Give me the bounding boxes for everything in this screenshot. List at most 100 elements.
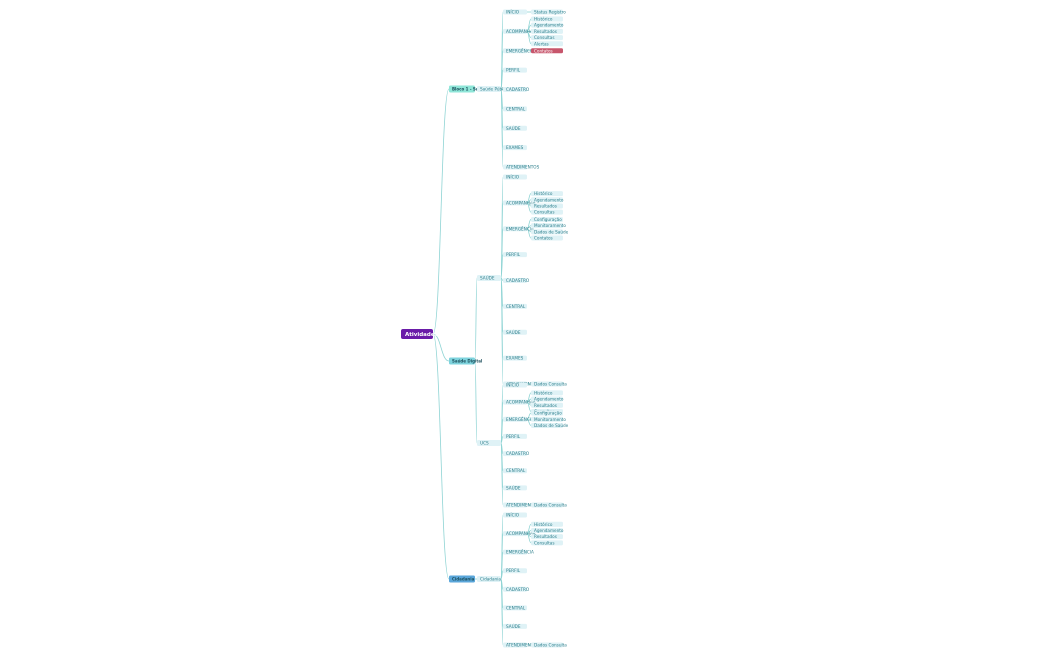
node-box	[531, 527, 563, 533]
node-label: CENTRAL	[506, 304, 526, 309]
level3-node[interactable]: INÍCIO	[503, 382, 527, 388]
level4-node[interactable]: Configuração	[531, 410, 563, 416]
level3-node[interactable]: CENTRAL	[503, 303, 527, 309]
level3-node[interactable]: CENTRAL	[503, 605, 527, 610]
level4-node[interactable]: Dados Consulta	[531, 642, 567, 648]
level3-node[interactable]: ATENDIMENTOS	[503, 502, 540, 508]
level4-node[interactable]: Alertas	[531, 41, 563, 46]
level3-node[interactable]: SAÚDE	[503, 485, 527, 490]
node-label: CADASTRO	[506, 451, 530, 456]
level3-node[interactable]: EMERGÊNCIA	[503, 549, 534, 555]
level4-node[interactable]: Histórico	[531, 16, 563, 21]
level3-node[interactable]: PERFIL	[503, 568, 527, 573]
level3-node[interactable]: EMERGÊNCIA	[503, 416, 534, 422]
level3-node[interactable]: PERFIL	[503, 67, 527, 73]
level4-node[interactable]: Resultados	[531, 402, 563, 408]
level4-node[interactable]: Configuração	[531, 216, 563, 222]
node-label: Agendamento	[534, 197, 564, 202]
node-box	[531, 521, 563, 527]
level1-node-a[interactable]: Bloco 1 - Saúde	[449, 85, 487, 93]
level4-node[interactable]: Dados Consulta	[531, 381, 567, 387]
level4-node[interactable]: Monitoramento	[531, 223, 566, 228]
node-label: ATENDIMENTOS	[506, 165, 540, 170]
node-box	[503, 416, 527, 422]
level3-node[interactable]: INÍCIO	[503, 174, 527, 180]
level3-node[interactable]: ACOMPANHAR	[503, 28, 536, 34]
level4-node[interactable]: Status Registro	[531, 9, 566, 15]
level4-node-highlight[interactable]: Contatos	[531, 48, 563, 53]
root-node[interactable]: Atividades	[401, 329, 439, 339]
level4-node[interactable]: Dados Consulta	[531, 502, 567, 508]
node-box	[503, 586, 527, 592]
level3-node[interactable]: EMERGÊNCIA	[503, 48, 534, 53]
level3-node[interactable]: ACOMPANHAR	[503, 399, 536, 405]
level3-node[interactable]: PERFIL	[503, 433, 527, 439]
level3-node[interactable]: INÍCIO	[503, 9, 527, 15]
level1-node-b[interactable]: Saúde Digital	[449, 357, 483, 365]
level2-node-b1[interactable]: SAÚDE	[477, 275, 501, 281]
level4-node[interactable]: Dados de Saúde	[531, 422, 569, 428]
level3-node[interactable]: ACOMPANHAR	[503, 531, 536, 536]
node-label: Configuração	[534, 411, 562, 416]
node-box	[503, 200, 527, 206]
node-box	[503, 67, 527, 73]
node-box	[503, 382, 527, 388]
level4-node[interactable]: Dados de Saúde	[531, 229, 569, 234]
level4-node[interactable]: Histórico	[531, 521, 563, 527]
node-box	[503, 226, 527, 232]
level4-node[interactable]: Consultas	[531, 540, 563, 545]
level3-node[interactable]: CENTRAL	[503, 106, 527, 111]
level4-node[interactable]: Resultados	[531, 534, 563, 539]
connector-line	[526, 418, 532, 426]
level4-node[interactable]: Agendamento	[531, 396, 564, 402]
node-box	[503, 549, 527, 555]
level4-node[interactable]: Resultados	[531, 203, 563, 208]
level3-node[interactable]: CADASTRO	[503, 451, 530, 456]
level3-node[interactable]: SAÚDE	[503, 623, 527, 629]
level2-node-c1[interactable]: Cidadania	[477, 576, 501, 582]
node-label: Dados Consulta	[534, 503, 567, 508]
connector-line	[500, 254, 504, 279]
level3-node[interactable]: EXAMES	[503, 145, 527, 150]
node-label: EXAMES	[506, 145, 524, 150]
level3-node[interactable]: SAÚDE	[503, 125, 527, 131]
node-box	[531, 534, 563, 540]
level4-node[interactable]: Histórico	[531, 390, 563, 395]
level3-node[interactable]: CADASTRO	[503, 87, 530, 92]
level3-node[interactable]: CADASTRO	[503, 278, 530, 283]
node-label: ACOMPANHAR	[506, 29, 536, 34]
node-box	[503, 252, 527, 258]
level3-node[interactable]: SAÚDE	[503, 329, 527, 335]
level4-node[interactable]: Contatos	[531, 235, 563, 241]
level4-node[interactable]: Histórico	[531, 191, 563, 196]
node-box	[449, 357, 475, 365]
level3-node[interactable]: ACOMPANHAR	[503, 200, 536, 205]
level4-node[interactable]: Monitoramento	[531, 416, 566, 422]
node-box	[531, 416, 563, 422]
node-box	[503, 355, 527, 361]
level3-node[interactable]: CADASTRO	[503, 586, 530, 592]
level3-node[interactable]: EXAMES	[503, 355, 527, 361]
level4-node[interactable]: Agendamento	[531, 527, 564, 533]
level3-node[interactable]: PERFIL	[503, 252, 527, 257]
node-label: EXAMES	[506, 356, 524, 361]
level3-node[interactable]: INÍCIO	[503, 512, 527, 518]
level3-node[interactable]: ATENDIMENTOS	[503, 642, 540, 648]
level4-node[interactable]: Resultados	[531, 28, 563, 34]
level4-node[interactable]: Agendamento	[531, 197, 564, 202]
level2-node-a1[interactable]: Saúde Pública	[477, 86, 510, 92]
node-label: Cidadania	[452, 576, 475, 581]
level2-node-b2[interactable]: UCS	[477, 440, 501, 446]
level3-node[interactable]: ATENDIMENTOS	[503, 164, 540, 170]
level4-node[interactable]: Consultas	[531, 209, 563, 215]
level1-node-c[interactable]: Cidadania	[449, 575, 475, 583]
level3-node[interactable]: EMERGÊNCIA	[503, 226, 534, 231]
level4-node[interactable]: Consultas	[531, 35, 563, 40]
level3-node[interactable]: CENTRAL	[503, 468, 527, 473]
node-box	[531, 422, 563, 428]
node-label: Bloco 1 - Saúde	[452, 86, 487, 91]
node-box	[531, 191, 563, 197]
node-label: Dados Consulta	[534, 643, 567, 648]
node-box	[531, 381, 563, 387]
level4-node[interactable]: Agendamento	[531, 22, 564, 28]
